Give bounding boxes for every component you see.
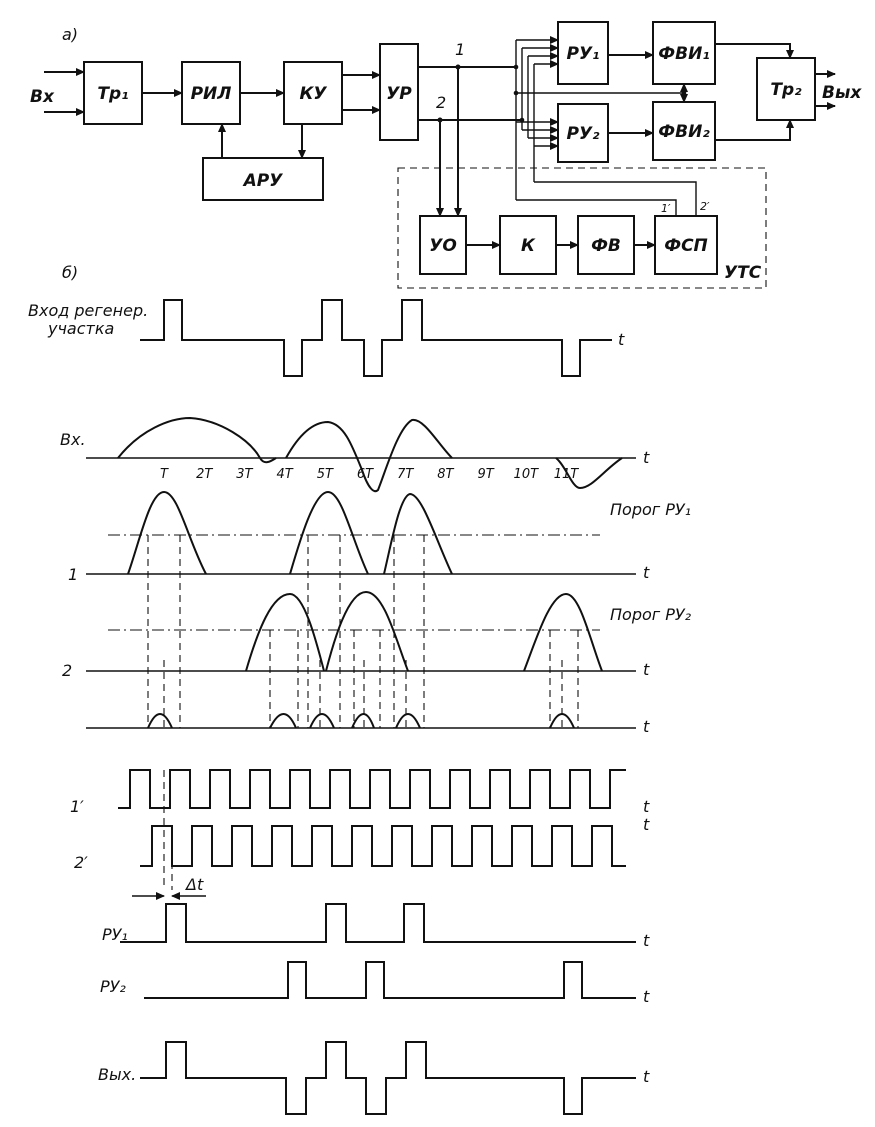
ur-output-1-label: 1 bbox=[455, 40, 465, 59]
t-axis-label: t bbox=[643, 931, 650, 950]
threshold2-label: Порог РУ₂ bbox=[610, 605, 692, 624]
ur-label: УР bbox=[386, 84, 412, 104]
fsp-block bbox=[654, 215, 718, 275]
fvi2-block bbox=[652, 101, 716, 161]
input-section-label-1: Вход регенер. bbox=[28, 301, 148, 320]
t-axis-label: t bbox=[643, 797, 650, 816]
bx-tick-label: 8T bbox=[437, 467, 454, 482]
clock2-label: 2′ bbox=[74, 853, 88, 872]
ku-label: КУ bbox=[299, 84, 327, 104]
fvi1-label: ФВИ₁ bbox=[658, 44, 710, 64]
t-axis-label: t bbox=[643, 563, 650, 582]
tr1-label: Тр₁ bbox=[97, 84, 128, 104]
ur-output-2-label: 2 bbox=[436, 93, 446, 112]
aru-label: АРУ bbox=[242, 171, 284, 191]
bx-tick-label: 2T bbox=[196, 467, 213, 482]
output-waveform bbox=[140, 1041, 636, 1115]
clock2-waveform bbox=[140, 825, 626, 867]
clock1-label: 1′ bbox=[70, 797, 84, 816]
delta-t-label: Δt bbox=[184, 875, 204, 894]
ru2-output-waveform bbox=[144, 961, 636, 999]
input-section-label-2: участка bbox=[47, 319, 114, 338]
block-diagram: а) Вх Тр₁ РИЛ КУ УР АРУ 1 2 bbox=[30, 21, 862, 289]
clock1-waveform bbox=[118, 769, 626, 809]
aru-block bbox=[202, 157, 324, 201]
fsp-label: ФСП bbox=[664, 236, 708, 256]
uts-label: УТС bbox=[724, 263, 762, 283]
fvi1-block bbox=[652, 21, 716, 85]
ru1-output-label: РУ₁ bbox=[102, 925, 128, 944]
input-label: Вх bbox=[30, 87, 55, 107]
uo-label: УО bbox=[429, 236, 457, 256]
ur-block bbox=[379, 43, 419, 141]
uts-box bbox=[397, 167, 767, 289]
t-axis-label: t bbox=[643, 815, 650, 834]
bx-waveform bbox=[117, 416, 623, 493]
t-axis-label: t bbox=[643, 660, 650, 679]
out-label: Вых. bbox=[98, 1065, 136, 1084]
t-axis-label: t bbox=[643, 987, 650, 1006]
t-axis-label: t bbox=[643, 717, 650, 736]
t-axis-label: t bbox=[618, 330, 625, 349]
uo-block bbox=[419, 215, 467, 275]
part-a-label: а) bbox=[62, 25, 78, 44]
row2-label: 2 bbox=[62, 661, 72, 680]
fv-label: ФВ bbox=[591, 236, 621, 256]
t-axis-label: t bbox=[643, 448, 650, 467]
bx-tick-label: 4T bbox=[276, 467, 293, 482]
bx-tick-label: 11T bbox=[554, 467, 580, 482]
bx-tick-label: 6T bbox=[357, 467, 374, 482]
bx-tick-label: 7T bbox=[397, 467, 414, 482]
output-label: Вых bbox=[822, 83, 862, 103]
k-label: К bbox=[521, 236, 536, 256]
bx-tick-label: 3T bbox=[236, 467, 253, 482]
bx-tick-label: T bbox=[160, 467, 169, 482]
guide-lines bbox=[147, 535, 579, 890]
input-pulse-waveform bbox=[140, 299, 612, 377]
part-b-label: б) bbox=[62, 263, 78, 282]
bx-tick-labels: T 2T 3T 4T 5T 6T 7T 8T 9T 10T 11T bbox=[160, 467, 579, 482]
fsp-out-2-label: 2′ bbox=[700, 200, 710, 213]
fv-block bbox=[577, 215, 635, 275]
ru2-output-label: РУ₂ bbox=[100, 977, 126, 996]
bx-tick-label: 5T bbox=[317, 467, 334, 482]
threshold1-label: Порог РУ₁ bbox=[610, 500, 691, 519]
timing-diagrams: б) Вход регенер. участка t Вх. t T 2T 3T 4T… bbox=[28, 263, 692, 1115]
fvi2-label: ФВИ₂ bbox=[658, 122, 710, 142]
ril-label: РИЛ bbox=[191, 84, 232, 104]
tr2-label: Тр₂ bbox=[770, 80, 802, 100]
row1-waveform bbox=[127, 490, 453, 575]
fsp-out-1-label: 1′ bbox=[661, 202, 671, 215]
t-axis-label: t bbox=[643, 1067, 650, 1086]
row3-waveform bbox=[147, 713, 575, 729]
bx-tick-label: 9T bbox=[477, 467, 494, 482]
delta-t-marker: Δt bbox=[132, 875, 206, 900]
row2-waveform bbox=[245, 590, 603, 672]
ru1-output-waveform bbox=[120, 903, 636, 943]
ru2-label: РУ₂ bbox=[566, 124, 600, 144]
k-block bbox=[499, 215, 557, 275]
bx-label: Вх. bbox=[60, 430, 86, 449]
row1-label: 1 bbox=[68, 565, 78, 584]
ru1-label: РУ₁ bbox=[566, 44, 599, 64]
bx-tick-label: 10T bbox=[514, 467, 540, 482]
